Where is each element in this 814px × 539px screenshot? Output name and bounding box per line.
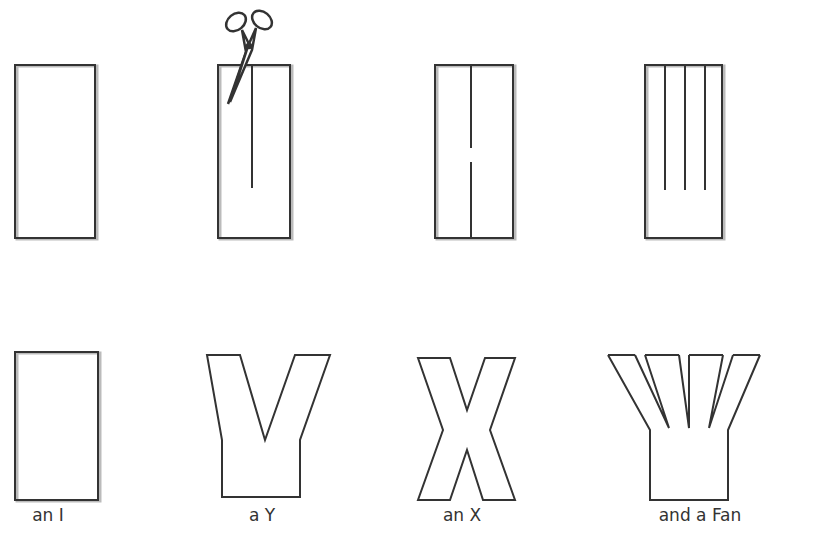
paper-y xyxy=(207,355,330,497)
paper-i xyxy=(15,352,98,500)
paper-strip xyxy=(645,65,722,238)
shape-caption: a Y xyxy=(249,506,275,525)
paper-strip xyxy=(15,65,95,238)
paper-strip xyxy=(435,65,513,238)
shape-caption: and a Fan xyxy=(659,506,742,525)
paper-x xyxy=(418,358,515,500)
cut-line xyxy=(251,65,253,188)
shape-caption: an I xyxy=(32,506,64,525)
shape-caption: an X xyxy=(443,506,481,525)
paper-fan xyxy=(608,355,760,500)
cut-line xyxy=(684,65,686,190)
cut-line xyxy=(470,162,472,238)
paper-strip xyxy=(218,65,290,238)
cut-line xyxy=(704,65,706,190)
cut-line xyxy=(664,65,666,190)
scissors xyxy=(222,7,275,104)
cut-line xyxy=(470,65,472,148)
